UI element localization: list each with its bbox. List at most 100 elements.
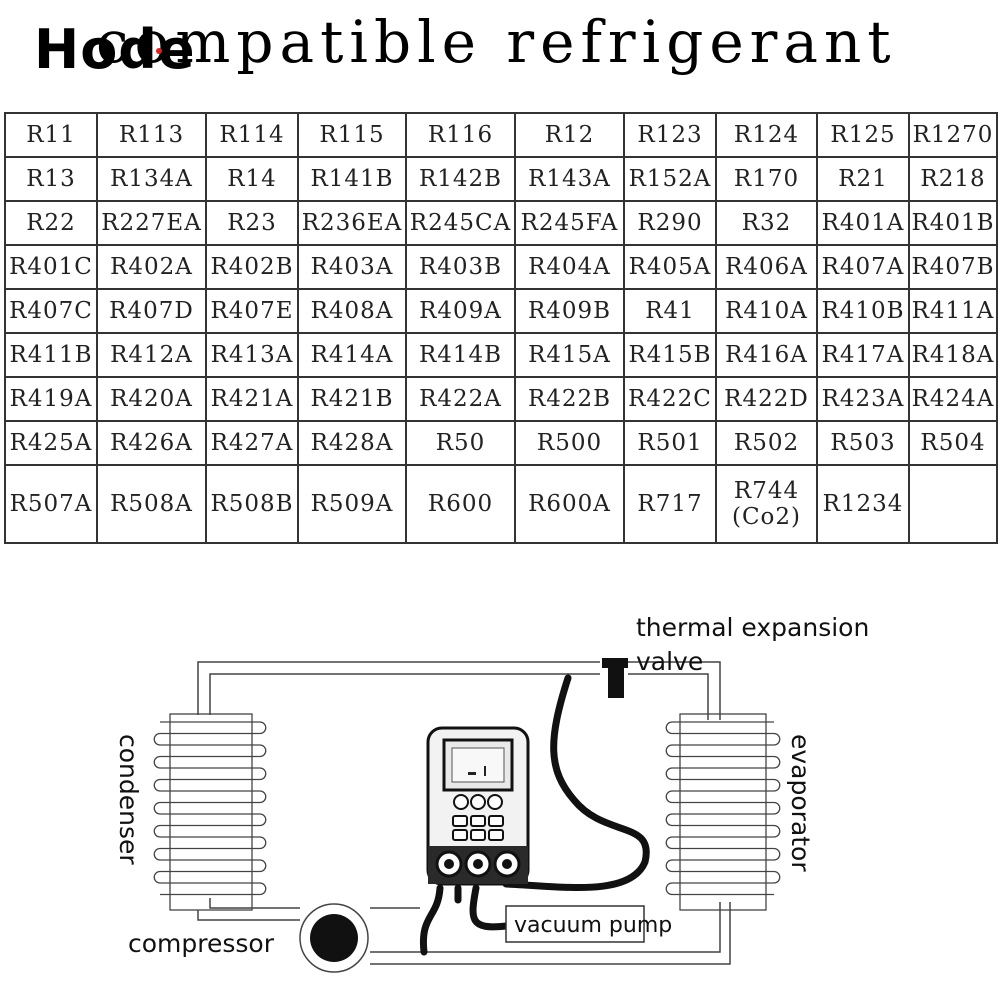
- refrigerant-cell: R141B: [297, 156, 407, 202]
- refrigerant-cell: [908, 464, 998, 544]
- coil-tube: [672, 824, 781, 838]
- refrigerant-cell: R426A: [96, 420, 207, 466]
- brand-logo-text: Hode: [34, 18, 196, 81]
- refrigerant-cell: R415A: [514, 332, 625, 378]
- expansion-valve: [602, 658, 628, 698]
- coil-tube: [153, 847, 260, 861]
- refrigerant-cell-line: R744: [733, 478, 800, 504]
- refrigerant-cell: R227EA: [96, 200, 207, 246]
- refrigerant-cell: R125: [816, 112, 910, 158]
- refrigerant-cell: R401A: [816, 200, 910, 246]
- refrigerant-cell: R421A: [205, 376, 299, 422]
- refrigerant-cell: R504: [908, 420, 998, 466]
- refrigerant-cell: R427A: [205, 420, 299, 466]
- coil-tube: [160, 882, 267, 896]
- refrigerant-cell: R417A: [816, 332, 910, 378]
- refrigerant-cell: R418A: [908, 332, 998, 378]
- refrigerant-cell: R503: [816, 420, 910, 466]
- refrigerant-cell: R142B: [405, 156, 516, 202]
- vacuum-pump-label: vacuum pump: [514, 913, 672, 938]
- refrigerant-cell: R401B: [908, 200, 998, 246]
- vacuum-pump-box: [505, 905, 645, 943]
- coil-tube: [672, 732, 781, 746]
- refrigerant-cell: R124: [715, 112, 818, 158]
- manifold-gauge: [426, 726, 530, 886]
- coil-tube: [665, 790, 774, 804]
- refrigerant-cell: R717: [623, 464, 717, 544]
- refrigerant-cell: R12: [514, 112, 625, 158]
- coil-tube: [672, 778, 781, 792]
- refrigerant-cell: R402B: [205, 244, 299, 290]
- refrigerant-cell: R411B: [4, 332, 98, 378]
- refrigerant-cell: R500: [514, 420, 625, 466]
- thermal-expansion-label: thermal expansion: [636, 613, 869, 642]
- refrigerant-cell: R407B: [908, 244, 998, 290]
- evaporator-label: evaporator: [786, 734, 815, 872]
- refrigerant-cell: R508A: [96, 464, 207, 544]
- brand-logo: Hode: [34, 18, 196, 81]
- refrigerant-cell: R402A: [96, 244, 207, 290]
- valve-label: valve: [636, 647, 703, 676]
- refrigerant-cell: R600A: [514, 464, 625, 544]
- coil-tube: [665, 882, 774, 896]
- refrigerant-cell: R409A: [405, 288, 516, 334]
- refrigerant-cell: R415B: [623, 332, 717, 378]
- refrigerant-cell: R410B: [816, 288, 910, 334]
- refrigerant-cell: R152A: [623, 156, 717, 202]
- condenser-coil: [153, 713, 267, 911]
- refrigerant-cell: R405A: [623, 244, 717, 290]
- refrigerant-cell: R412A: [96, 332, 207, 378]
- refrigerant-cell: R14: [205, 156, 299, 202]
- compressor-label: compressor: [128, 929, 275, 958]
- refrigerant-cell: R21: [816, 156, 910, 202]
- refrigerant-cell: R407E: [205, 288, 299, 334]
- refrigerant-cell: R170: [715, 156, 818, 202]
- coil-tube: [665, 859, 774, 873]
- refrigerant-cell: R407A: [816, 244, 910, 290]
- refrigerant-cell: R411A: [908, 288, 998, 334]
- coil-tube: [672, 847, 781, 861]
- refrigerant-cell: R401C: [4, 244, 98, 290]
- refrigerant-cell: R422D: [715, 376, 818, 422]
- refrigerant-cell-subline: (Co2): [731, 504, 802, 530]
- refrigerant-cell: R290: [623, 200, 717, 246]
- refrigerant-cell: R143A: [514, 156, 625, 202]
- refrigerant-cell: R422A: [405, 376, 516, 422]
- coil-tube: [672, 755, 781, 769]
- refrigerant-cell: R501: [623, 420, 717, 466]
- coil-tube: [160, 790, 267, 804]
- refrigerant-cell: R123: [623, 112, 717, 158]
- refrigerant-cell: R414A: [297, 332, 407, 378]
- refrigerant-cell: R507A: [4, 464, 98, 544]
- refrigerant-cell: R428A: [297, 420, 407, 466]
- refrigerant-cell: R744(Co2): [715, 464, 818, 544]
- refrigerant-cell: R419A: [4, 376, 98, 422]
- evaporator-coil: [665, 713, 781, 911]
- refrigerant-cell: R50: [405, 420, 516, 466]
- refrigerant-cell: R509A: [297, 464, 407, 544]
- refrigerant-cell: R600: [405, 464, 516, 544]
- refrigerant-cell: R408A: [297, 288, 407, 334]
- coil-tube: [665, 721, 774, 735]
- coil-tube: [665, 744, 774, 758]
- refrigerant-cell: R1234: [816, 464, 910, 544]
- page-title: compatible refrigerant: [96, 8, 897, 76]
- refrigerant-cell: R424A: [908, 376, 998, 422]
- refrigerant-cell: R32: [715, 200, 818, 246]
- coil-tube: [160, 859, 267, 873]
- refrigerant-cell: R421B: [297, 376, 407, 422]
- coil-tube: [665, 813, 774, 827]
- refrigerant-cell: R41: [623, 288, 717, 334]
- refrigerant-cell: R422B: [514, 376, 625, 422]
- refrigerant-cell: R22: [4, 200, 98, 246]
- coil-tube: [160, 767, 267, 781]
- refrigerant-cell: R116: [405, 112, 516, 158]
- refrigerant-cell: R115: [297, 112, 407, 158]
